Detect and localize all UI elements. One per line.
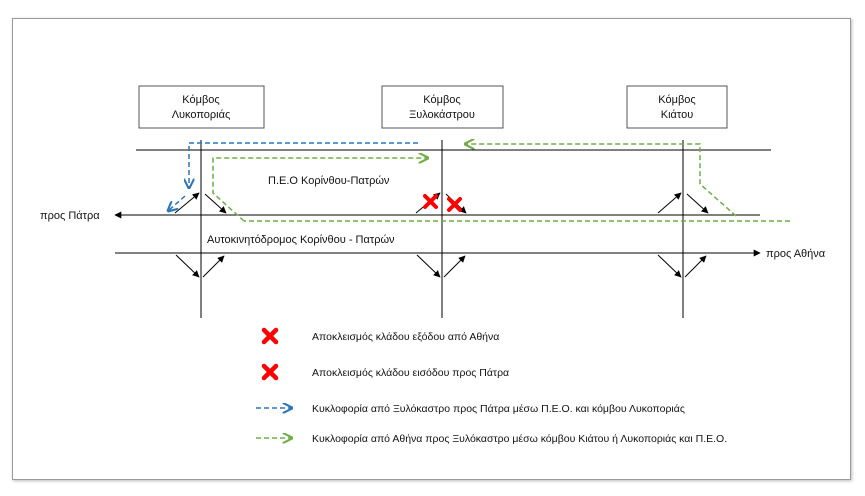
red-x-icon (261, 363, 279, 381)
closure-marks (423, 194, 462, 212)
label-peo-road: Π.Ε.Ο Κορίνθου-Πατρών (268, 175, 390, 187)
legend-item-exit-closure: Αποκλεισμός κλάδου εξόδου από Αθήνα (261, 327, 499, 345)
route-blue (168, 142, 418, 211)
node-lykoporia: Κόμβος Λυκοποριάς (138, 85, 265, 129)
node-kiato-line1: Κόμβος (658, 94, 695, 106)
legend-item-blue-route: Κυκλοφορία από Ξυλόκαστρο προς Πάτρα μέσ… (256, 403, 685, 415)
label-to-patra: προς Πάτρα (40, 210, 100, 222)
closure-x-exit (423, 194, 438, 209)
node-xylokastro-line2: Ξυλοκάστρου (409, 109, 475, 121)
node-lykoporia-line2: Λυκοποριάς (172, 109, 231, 121)
label-motorway: Αυτοκινητόδρομος Κορίνθου - Πατρών (207, 234, 395, 246)
label-to-athina: προς Αθήνα (766, 248, 826, 260)
node-lykoporia-line1: Κόμβος (182, 94, 219, 106)
node-xylokastro-line1: Κόμβος (423, 94, 460, 106)
legend-text-blue-route: Κυκλοφορία από Ξυλόκαστρο προς Πάτρα μέσ… (312, 403, 685, 415)
closure-x-entry (447, 197, 462, 212)
legend-text-exit-closure: Αποκλεισμός κλάδου εξόδου από Αθήνα (312, 331, 499, 343)
legend-text-entry-closure: Αποκλεισμός κλάδου εισόδου προς Πάτρα (312, 367, 509, 379)
legend: Αποκλεισμός κλάδου εξόδου από Αθήνα Αποκ… (256, 327, 727, 445)
legend-text-green-route: Κυκλοφορία από Αθήνα προς Ξυλόκαστρο μέσ… (312, 433, 727, 445)
legend-item-entry-closure: Αποκλεισμός κλάδου εισόδου προς Πάτρα (261, 363, 509, 381)
node-xylokastro: Κόμβος Ξυλοκάστρου (381, 85, 504, 129)
red-x-icon (261, 327, 279, 345)
legend-item-green-route: Κυκλοφορία από Αθήνα προς Ξυλόκαστρο μέσ… (256, 433, 727, 445)
node-kiato: Κόμβος Κιάτου (626, 85, 728, 129)
node-kiato-line2: Κιάτου (661, 109, 693, 121)
ramps (174, 192, 709, 278)
roads (114, 140, 771, 318)
route-green (212, 144, 790, 222)
